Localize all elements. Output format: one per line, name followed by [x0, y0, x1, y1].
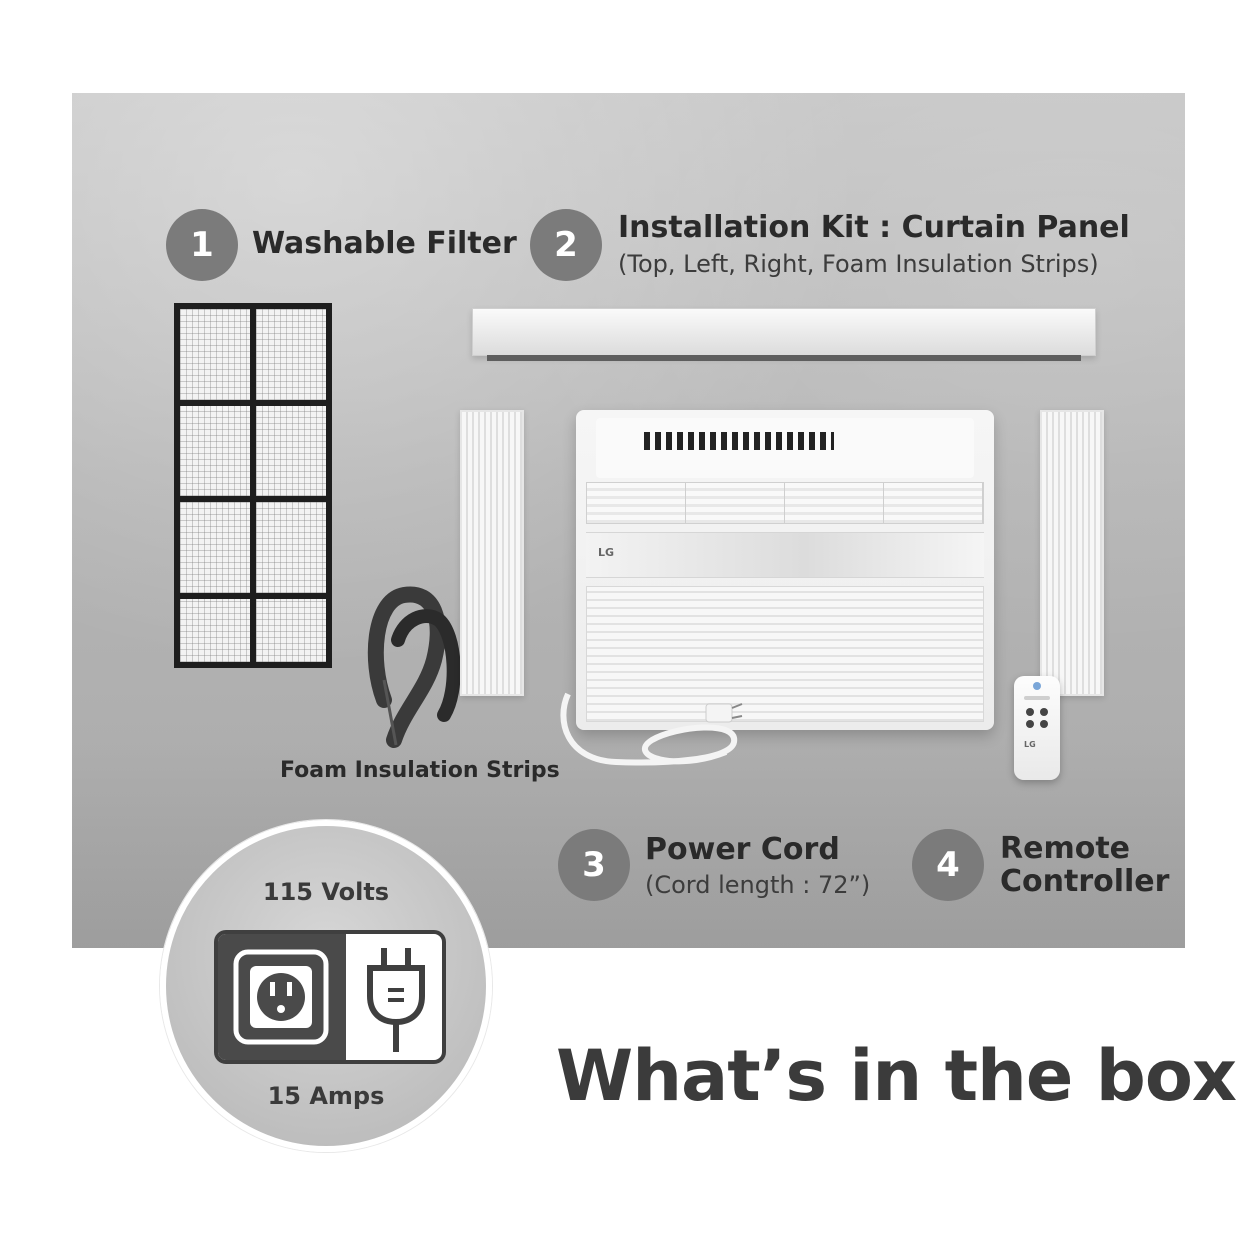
item-label-remote-controller: Remote Controller: [1000, 831, 1170, 899]
curtain-top-rail: [472, 308, 1096, 361]
item-sub-power-cord: (Cord length : 72”): [645, 871, 871, 899]
ac-control-panel: LG: [586, 532, 984, 578]
amperage-text: 15 Amps: [267, 1082, 385, 1110]
curtain-left-panel: [460, 410, 524, 696]
foam-strips-image: [367, 586, 461, 748]
item-number-3: 3: [558, 829, 630, 901]
item-label-power-cord: Power Cord: [645, 832, 840, 867]
wall-outlet-icon: [233, 949, 329, 1045]
curtain-right-panel: [1040, 410, 1104, 696]
ac-brand-logo: LG: [598, 546, 615, 559]
page-headline: What’s in the box: [556, 1035, 1237, 1117]
item-number-4: 4: [912, 829, 984, 901]
ac-louvers: [586, 482, 984, 524]
remote-brand-logo: LG: [1024, 740, 1036, 749]
item-label-installation-kit: Installation Kit : Curtain Panel: [618, 210, 1130, 245]
item-number-1: 1: [166, 209, 238, 281]
voltage-text: 115 Volts: [262, 878, 390, 906]
ac-top-vent: [596, 418, 974, 478]
wall-outlet-panel: [218, 934, 346, 1060]
plug-icon: [367, 948, 425, 1052]
remote-controller-image: LG: [1014, 676, 1060, 780]
air-conditioner-unit: LG: [576, 410, 994, 730]
item-number-2: 2: [530, 209, 602, 281]
washable-filter-image: [174, 303, 332, 668]
power-cord-image: [560, 692, 743, 766]
power-spec-badge: 115 Volts 15 Amps: [160, 820, 492, 1152]
ac-front-grille: [586, 586, 984, 722]
foam-strips-label: Foam Insulation Strips: [280, 758, 560, 783]
outlet-plug-graphic: [214, 930, 446, 1064]
item-sub-installation-kit: (Top, Left, Right, Foam Insulation Strip…: [618, 250, 1099, 278]
item-label-washable-filter: Washable Filter: [252, 226, 517, 261]
